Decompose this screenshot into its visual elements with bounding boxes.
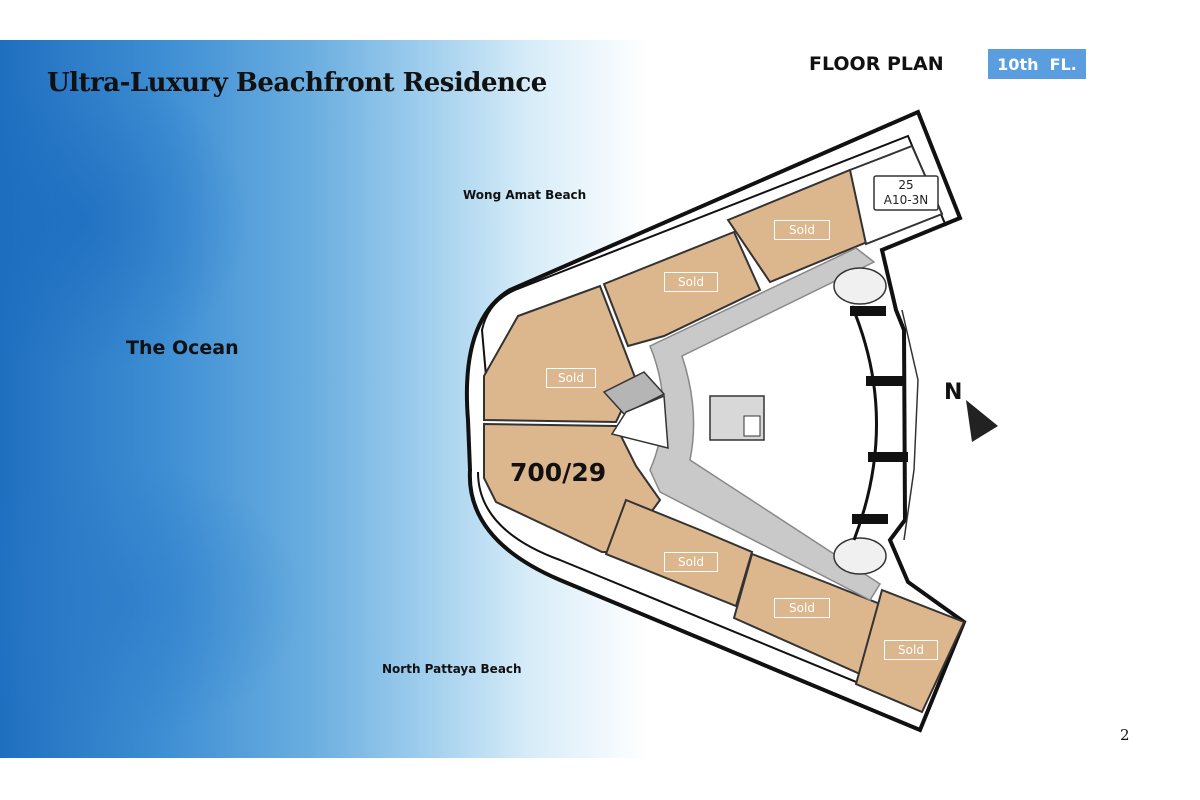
sold-badge: Sold (774, 598, 830, 618)
lift-icon (743, 415, 761, 437)
sold-badge: Sold (774, 220, 830, 240)
column (868, 452, 908, 462)
north-pattaya-beach-label: North Pattaya Beach (382, 662, 522, 676)
column (866, 376, 906, 386)
page-number: 2 (1120, 726, 1130, 744)
sold-badge: Sold (884, 640, 938, 660)
wong-amat-beach-label: Wong Amat Beach (463, 188, 587, 202)
north-label: N (944, 380, 963, 405)
column (850, 306, 886, 316)
sold-badge: Sold (664, 272, 718, 292)
courtyard-balcony (901, 309, 919, 541)
stair-core-upper (833, 267, 887, 305)
light-well (610, 394, 669, 449)
floor-badge: 10th FL. (988, 49, 1086, 79)
stair-core-lower (833, 537, 887, 575)
page-title: Ultra-Luxury Beachfront Residence (47, 68, 547, 98)
north-arrow-icon (966, 400, 998, 442)
available-unit-tag (873, 175, 939, 211)
featured-unit-number: 700/29 (510, 458, 607, 487)
courtyard-facade (850, 305, 878, 541)
ocean-label: The Ocean (126, 337, 239, 359)
sold-badge: Sold (664, 552, 718, 572)
floor-plan-label: FLOOR PLAN (809, 53, 944, 75)
available-unit-code: A10-3N (883, 193, 929, 207)
lower-wing-terrace (477, 471, 947, 702)
unit-6[interactable] (854, 588, 966, 714)
column (852, 514, 888, 524)
unit-2[interactable] (602, 230, 762, 348)
stair-core-left (602, 371, 666, 415)
upper-wing-terrace (480, 134, 947, 377)
sold-badge: Sold (546, 368, 596, 388)
available-unit-number: 25 (898, 178, 914, 192)
